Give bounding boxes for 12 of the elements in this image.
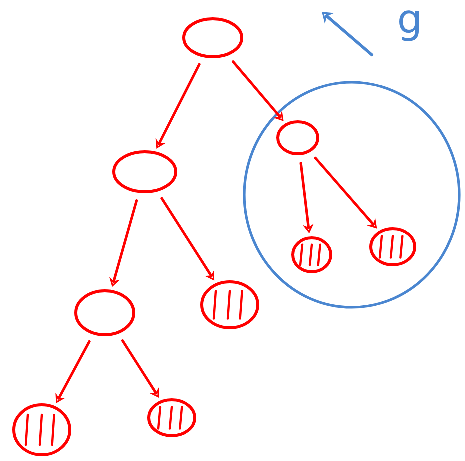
tree-node — [112, 150, 178, 194]
tree-node — [182, 18, 244, 58]
tree-node — [276, 120, 320, 156]
hatched-leaf-node — [292, 236, 332, 274]
hatched-leaf-node — [370, 228, 416, 266]
hatched-leaf-node — [148, 398, 196, 438]
subtree-circle — [243, 81, 461, 309]
hatched-leaf-node — [12, 404, 72, 456]
hatched-leaf-node — [200, 280, 260, 330]
arrow — [314, 157, 378, 229]
subtree-label: g — [400, 10, 420, 42]
tree-node — [74, 290, 136, 336]
